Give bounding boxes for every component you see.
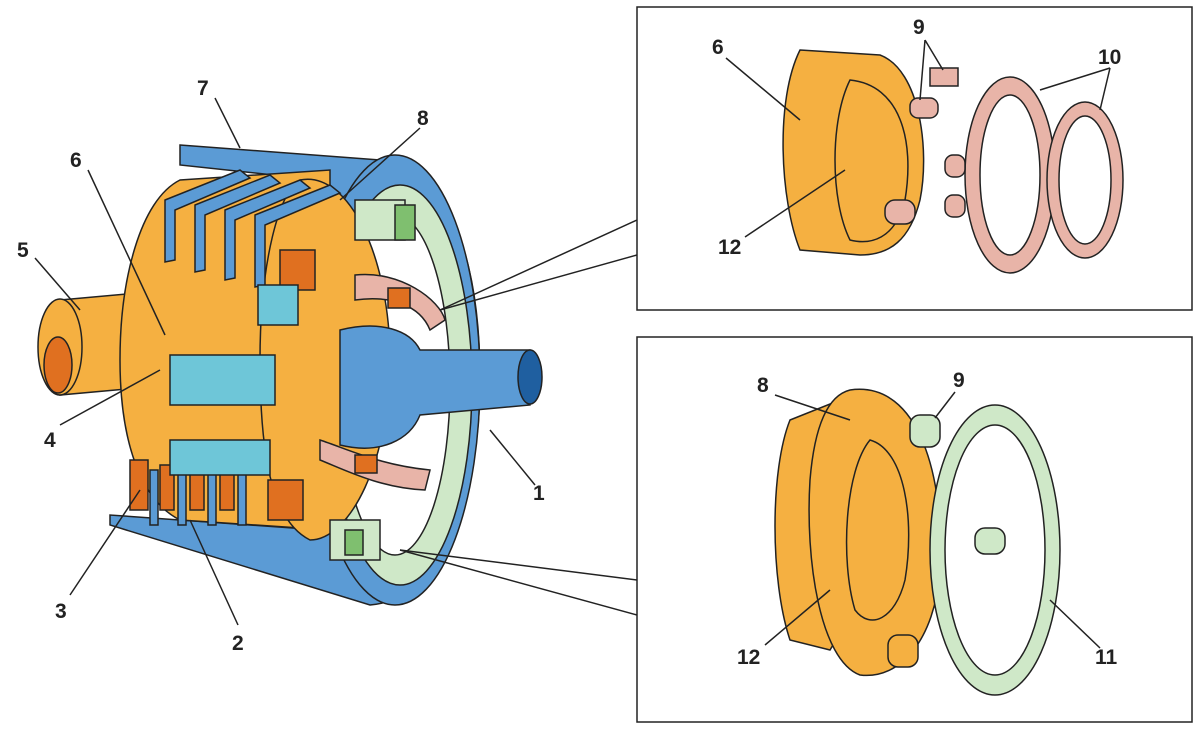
inset-top-callout-6: 6 (712, 36, 724, 59)
inset-top-callout-10: 10 (1098, 46, 1121, 69)
main-leader-lines (34, 97, 638, 626)
inset-top-callout-12: 12 (718, 236, 741, 259)
inset-bottom-callout-11: 11 (1095, 646, 1118, 669)
inset-bottom-piston-ring (636, 336, 1193, 723)
callout-5: 5 (17, 239, 29, 262)
inset-bottom-callout-12: 12 (737, 646, 760, 669)
callout-3: 3 (55, 600, 67, 623)
inset-bottom-callout-9: 9 (953, 369, 965, 392)
main-cutaway-view (37, 144, 543, 606)
callout-8: 8 (417, 107, 429, 130)
piston-seals (319, 273, 446, 491)
callout-6: 6 (70, 149, 82, 172)
callout-7: 7 (197, 77, 209, 100)
return-springs (169, 284, 299, 476)
inset-top-callout-9: 9 (913, 16, 925, 39)
inset-top-piston-seals (636, 6, 1193, 311)
callout-4: 4 (44, 429, 56, 452)
callout-1: 1 (533, 482, 545, 505)
output-shaft (339, 325, 543, 449)
callout-2: 2 (232, 632, 244, 655)
retaining-clips (329, 199, 416, 561)
inset-bottom-callout-8: 8 (757, 374, 769, 397)
callout-labels: 1 2 3 4 5 6 7 8 6 9 10 12 8 9 12 11 (17, 16, 1121, 669)
